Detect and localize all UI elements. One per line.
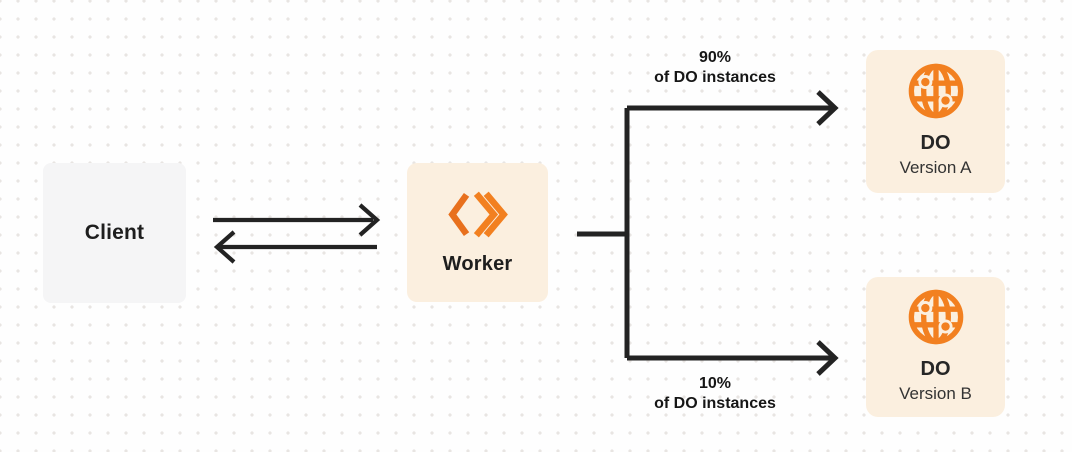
branch-caption: of DO instances — [654, 69, 776, 86]
do-version-b-node: DO Version B — [866, 277, 1005, 417]
worker-node: Worker — [407, 163, 548, 302]
request-arrow-icon — [213, 203, 381, 237]
workers-logo-icon — [447, 191, 508, 238]
do-version-a-node: DO Version A — [866, 50, 1005, 193]
client-worker-arrows — [213, 203, 381, 264]
do-title: DO — [920, 357, 951, 380]
do-subtitle: Version B — [899, 383, 972, 403]
branch-percent: 90% — [698, 49, 732, 66]
arrowhead-top-icon — [816, 90, 839, 126]
branch-label-90: 90% of DO instances — [595, 48, 835, 88]
client-node: Client — [43, 163, 186, 303]
branch-percent: 10% — [698, 375, 732, 392]
client-label: Client — [84, 221, 145, 244]
worker-label: Worker — [442, 253, 513, 275]
do-subtitle: Version A — [899, 158, 972, 178]
traffic-split-lines — [577, 90, 839, 376]
arrowhead-bottom-icon — [816, 340, 839, 376]
branch-caption: of DO instances — [654, 395, 776, 412]
response-arrow-icon — [213, 230, 377, 264]
globe-icon — [908, 289, 963, 345]
globe-icon — [908, 64, 963, 119]
branch-label-10: 10% of DO instances — [595, 374, 835, 414]
do-title: DO — [920, 132, 951, 155]
